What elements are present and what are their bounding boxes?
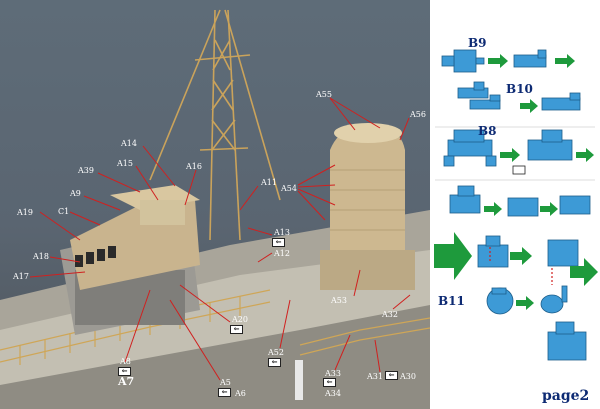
rangefinder [140,200,185,225]
turret-part [477,235,579,268]
b11-attached-part [540,294,564,314]
green-arrow [510,247,532,265]
label-b10: B10 [506,82,533,96]
arrow-left-fold-icon: ⇐ [230,325,243,334]
b10-part [469,94,501,110]
label-a31: A31 [367,372,383,381]
label-a13: A13 [274,228,290,237]
funnel-base [320,250,415,290]
label-a17: A17 [13,272,29,281]
b11-stem [561,285,568,303]
green-arrow [500,148,520,162]
model-photo: A55 A56 A14 A39 A15 A16 A9 A11 A54 A19 C… [0,0,430,409]
green-arrow [555,54,575,68]
green-arrow [484,202,502,216]
callout-lines [29,97,411,381]
funnel [330,125,405,264]
large-green-arrow [570,258,598,286]
arrow-left-fold-icon: ⇐ [385,371,398,380]
instruction-panel: B9 B10 B8 B11 page2 [430,0,600,409]
final-turret-part [547,321,587,361]
label-a20: A20 [232,315,248,324]
label-a5: A5 [220,378,231,387]
label-a14: A14 [121,139,137,148]
label-a34: A34 [325,389,341,398]
label-a16: A16 [186,162,202,171]
b10-assembled-part [541,92,581,111]
b8-assembled-part [527,129,573,161]
label-a15: A15 [117,159,133,168]
b9-base-part [441,49,485,73]
funnel-ribs [330,169,405,231]
arrow-left-fold-icon: ⇐ [118,367,131,376]
mast [149,9,281,241]
label-a54: A54 [281,184,297,193]
page-number: page2 [542,388,590,404]
b8-part [443,129,497,167]
label-a32: A32 [382,310,398,319]
arrow-left-fold-icon: ⇐ [268,358,281,367]
bridge-windows [75,246,116,267]
arrow-left-fold-icon: ⇐ [323,378,336,387]
green-arrow [516,296,534,310]
label-a9: A9 [70,189,81,198]
label-a52: A52 [268,348,284,357]
label-a18: A18 [33,252,49,261]
instruction-drawing [434,49,598,361]
label-a33: A33 [325,369,341,378]
arrow-left-fold-icon: ⇐ [218,388,231,397]
label-a19: A19 [17,208,33,217]
arrow-left-fold-icon [512,165,526,175]
label-b11: B11 [438,294,465,308]
label-c1: C1 [58,207,70,216]
hull-side [0,305,430,409]
label-b9: B9 [468,36,487,50]
label-b8: B8 [478,124,497,138]
label-a56: A56 [410,110,426,119]
model-photo-drawing [0,9,430,409]
gun-mount-part [449,185,591,217]
large-green-arrow [434,232,472,280]
green-arrow [540,202,558,216]
b9-assembled-part [513,49,547,68]
deck-post [295,360,303,400]
funnel-top [334,123,402,143]
label-a55: A55 [316,90,332,99]
green-arrow [488,54,508,68]
label-a12: A12 [274,249,290,258]
arrow-left-fold-icon: ⇐ [272,238,285,247]
b11-tab [491,287,507,295]
label-a11: A11 [261,178,277,187]
green-arrow [520,99,538,113]
green-arrow [576,148,594,162]
label-a8: A8 [120,357,131,366]
label-a39: A39 [78,166,94,175]
label-a6: A6 [235,389,246,398]
b9-final-part [457,81,489,99]
label-a7: A7 [118,375,135,388]
label-a53: A53 [331,296,347,305]
label-a30: A30 [400,372,416,381]
